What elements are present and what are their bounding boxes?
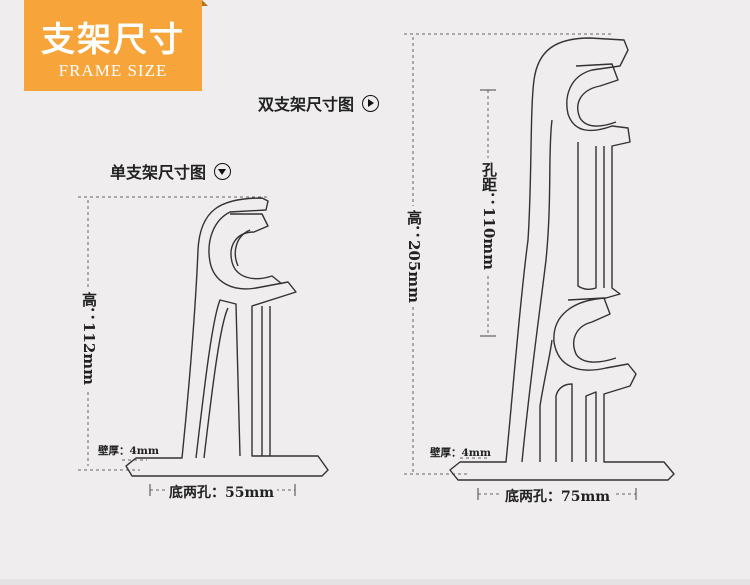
- double-hole-distance-label: 孔距：110mm: [479, 158, 500, 275]
- single-caption-text: 单支架尺寸图: [110, 163, 207, 182]
- single-wall-thickness-label: 壁厚：4mm: [98, 445, 160, 457]
- circle-right-arrow-icon: [362, 94, 380, 112]
- badge-fold: [202, 0, 208, 6]
- double-bracket-outline: [449, 37, 675, 481]
- circle-down-arrow-icon: [214, 162, 232, 180]
- single-bracket-outline: [125, 197, 329, 477]
- double-base-holes-label: 底两孔：75mm: [502, 486, 614, 506]
- frame-size-badge: 支架尺寸 FRAME SIZE: [24, 0, 208, 91]
- double-caption-text: 双支架尺寸图: [258, 95, 355, 114]
- double-bracket-caption: 双支架尺寸图: [258, 91, 380, 115]
- single-height-label: 高：112mm: [79, 288, 100, 390]
- badge-subtitle: FRAME SIZE: [58, 61, 168, 80]
- double-height-label: 高：205mm: [404, 206, 425, 308]
- single-bracket-caption: 单支架尺寸图: [110, 159, 232, 183]
- bottom-shadow-strip: [0, 579, 750, 585]
- double-wall-thickness-label: 壁厚：4mm: [430, 447, 492, 459]
- single-base-holes-label: 底两孔：55mm: [166, 482, 278, 502]
- badge-title: 支架尺寸: [41, 20, 185, 60]
